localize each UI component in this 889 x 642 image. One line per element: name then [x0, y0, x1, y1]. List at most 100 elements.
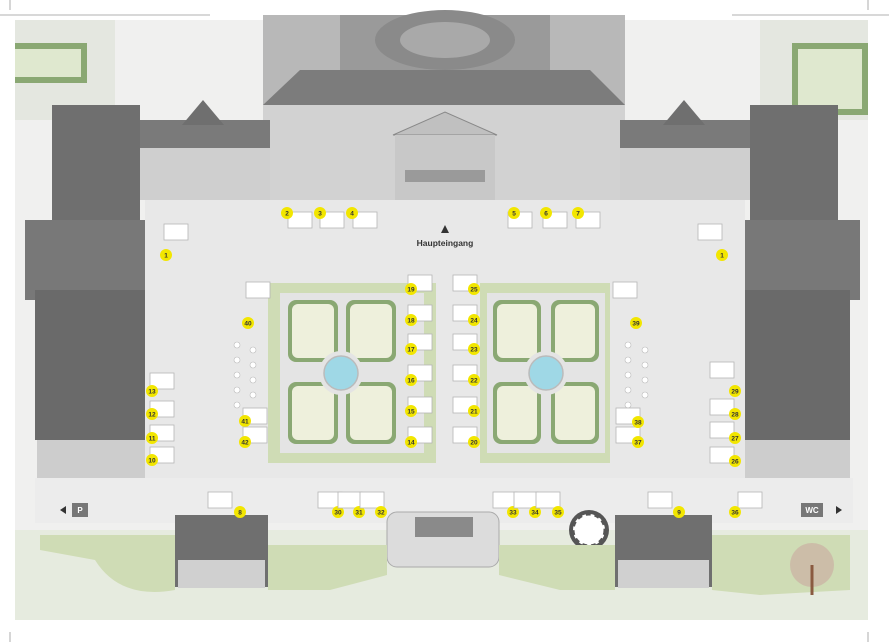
stand-tent	[207, 491, 233, 509]
stand-marker	[405, 374, 417, 386]
stand-marker	[468, 436, 480, 448]
stand-number: 29	[731, 388, 739, 395]
stand-number: 34	[531, 509, 539, 516]
stand-31[interactable]: 31	[337, 491, 365, 518]
stand-number: 5	[512, 210, 516, 217]
stand-marker	[729, 432, 741, 444]
stand-marker	[234, 506, 246, 518]
entrance-arrow-icon	[441, 225, 449, 233]
stand-26[interactable]: 26	[709, 446, 741, 467]
stand-4[interactable]: 4	[346, 207, 378, 229]
stand-number: 17	[407, 346, 415, 353]
stand-marker	[540, 207, 552, 219]
stand-20[interactable]: 20	[452, 426, 480, 448]
stand-number: 7	[576, 210, 580, 217]
stand-number: 36	[731, 509, 739, 516]
stand-33[interactable]: 33	[492, 491, 519, 518]
front-lawn-center-left	[268, 545, 387, 590]
stand-14[interactable]: 14	[405, 426, 433, 448]
stand-number: 3	[318, 210, 322, 217]
stand-18[interactable]: 18	[405, 304, 433, 326]
stand-15[interactable]: 15	[405, 396, 433, 417]
stand-8[interactable]: 8	[207, 491, 246, 518]
stand-12[interactable]: 12	[146, 400, 175, 420]
stand-3[interactable]: 3	[314, 207, 345, 229]
stand-2[interactable]: 2	[281, 207, 313, 229]
stand-tent	[709, 421, 735, 439]
front-pavilion-right	[615, 515, 712, 588]
front-lawn-left	[40, 535, 175, 592]
stand-tent	[359, 491, 385, 509]
stand-6[interactable]: 6	[540, 207, 568, 229]
arrow-right-icon	[836, 506, 842, 514]
stand-marker	[239, 436, 251, 448]
stand-tent	[697, 223, 723, 241]
stand-39[interactable]: 39	[612, 281, 642, 329]
stand-number: 26	[731, 458, 739, 465]
stand-19[interactable]: 19	[405, 274, 433, 295]
stand-10[interactable]: 10	[146, 446, 175, 466]
lawn-top-left	[15, 43, 87, 83]
stand-1[interactable]: 1	[160, 223, 189, 261]
stand-30[interactable]: 30	[317, 491, 344, 518]
stand-tent	[647, 491, 673, 509]
stand-marker	[468, 314, 480, 326]
front-lawn-center-right	[499, 545, 615, 590]
stand-9[interactable]: 9	[647, 491, 685, 518]
stand-tent	[709, 446, 735, 464]
stand-13[interactable]: 13	[146, 372, 175, 397]
wc-sign[interactable]: WC	[801, 503, 842, 517]
stand-number: 13	[148, 388, 156, 395]
stand-17[interactable]: 17	[405, 333, 433, 355]
stand-23[interactable]: 23	[452, 333, 480, 355]
stand-16[interactable]: 16	[405, 364, 433, 386]
stand-marker	[572, 207, 584, 219]
stand-40[interactable]: 40	[242, 281, 271, 329]
parking-sign[interactable]: P	[60, 503, 88, 517]
parking-label: P	[77, 506, 83, 515]
stand-number: 31	[355, 509, 363, 516]
stand-number: 22	[470, 377, 478, 384]
stand-24[interactable]: 24	[452, 304, 480, 326]
stand-marker	[716, 249, 728, 261]
stand-35[interactable]: 35	[535, 491, 564, 518]
stand-1[interactable]: 1	[697, 223, 728, 261]
stand-7[interactable]: 7	[572, 207, 601, 229]
stand-28[interactable]: 28	[709, 398, 741, 420]
stand-marker	[468, 283, 480, 295]
stand-29[interactable]: 29	[709, 361, 741, 397]
stand-38[interactable]: 38	[615, 407, 644, 428]
front-pavilion-left	[175, 515, 268, 588]
stand-marker	[405, 283, 417, 295]
stand-number: 25	[470, 286, 478, 293]
stand-marker	[468, 343, 480, 355]
stand-marker	[468, 405, 480, 417]
stand-25[interactable]: 25	[452, 274, 480, 295]
stand-22[interactable]: 22	[452, 364, 480, 386]
stand-tent	[149, 372, 175, 390]
stand-number: 40	[244, 320, 252, 327]
stand-number: 9	[677, 509, 681, 516]
stand-number: 35	[554, 509, 562, 516]
stand-5[interactable]: 5	[507, 207, 533, 229]
stand-36[interactable]: 36	[729, 491, 763, 518]
stand-37[interactable]: 37	[615, 426, 644, 448]
stand-marker	[632, 416, 644, 428]
stand-21[interactable]: 21	[452, 396, 480, 417]
stand-marker	[729, 385, 741, 397]
stand-number: 32	[377, 509, 385, 516]
stand-42[interactable]: 42	[239, 426, 268, 448]
stand-tent	[287, 211, 313, 229]
stand-marker	[630, 317, 642, 329]
stand-marker	[552, 506, 564, 518]
tree	[790, 543, 834, 595]
garden-right	[480, 283, 610, 463]
stand-27[interactable]: 27	[709, 421, 741, 444]
stand-marker	[405, 314, 417, 326]
stand-41[interactable]: 41	[239, 407, 268, 427]
stand-number: 42	[241, 439, 249, 446]
stand-11[interactable]: 11	[146, 424, 175, 444]
stand-32[interactable]: 32	[359, 491, 387, 518]
